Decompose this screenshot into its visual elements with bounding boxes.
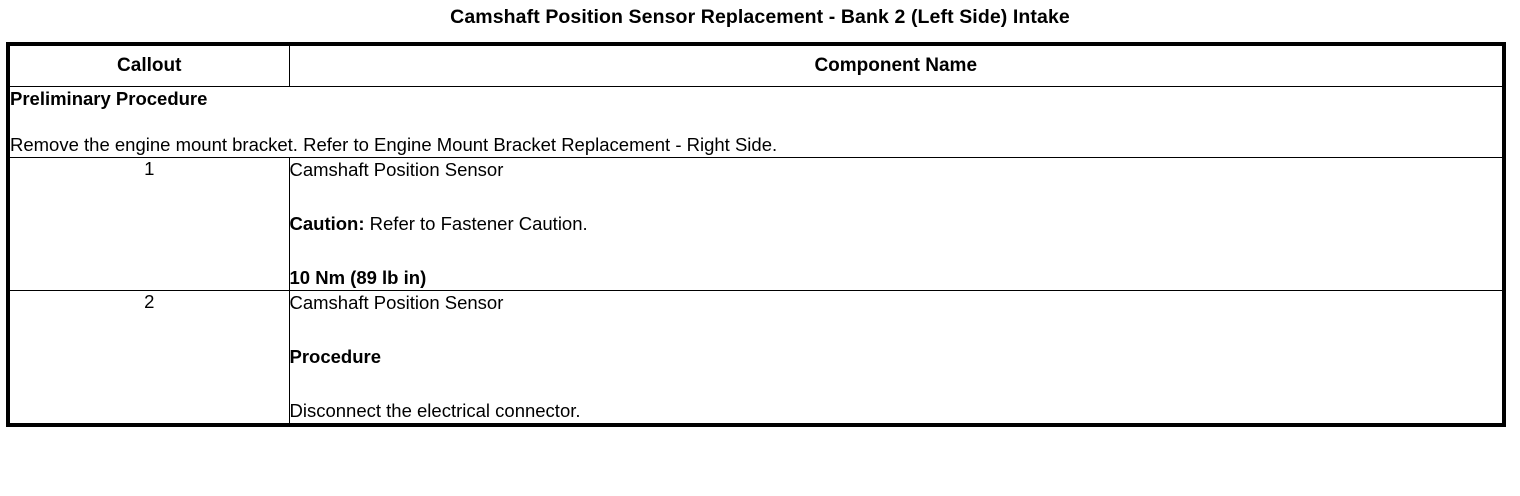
preliminary-procedure-body: Remove the engine mount bracket. Refer t… xyxy=(10,134,778,155)
caution-label: Caution: xyxy=(289,213,365,234)
table-row: 2 Camshaft Position Sensor Procedure Dis… xyxy=(7,290,1505,426)
preliminary-procedure-heading: Preliminary Procedure xyxy=(10,88,208,109)
preliminary-procedure-row: Preliminary Procedure Remove the engine … xyxy=(7,86,1505,158)
callout-component-table: Callout Component Name Preliminary Proce… xyxy=(6,42,1506,427)
procedure-step: Disconnect the electrical connector. xyxy=(289,400,581,421)
torque-specification: 10 Nm (89 lb in) xyxy=(289,267,427,288)
column-header-component-name: Component Name xyxy=(288,43,1505,87)
callout-number: 1 xyxy=(7,157,290,291)
component-description: Camshaft Position Sensor Caution: Refer … xyxy=(288,157,1505,291)
preliminary-procedure-cell: Preliminary Procedure Remove the engine … xyxy=(7,86,1505,158)
component-line: Camshaft Position Sensor xyxy=(289,159,504,180)
table-header-row: Callout Component Name xyxy=(7,43,1505,87)
callout-number: 2 xyxy=(7,290,290,426)
component-line: Camshaft Position Sensor xyxy=(289,292,504,313)
column-header-callout: Callout xyxy=(7,43,290,87)
table-row: 1 Camshaft Position Sensor Caution: Refe… xyxy=(7,157,1505,291)
procedure-heading: Procedure xyxy=(289,346,382,367)
component-description: Camshaft Position Sensor Procedure Disco… xyxy=(288,290,1505,426)
caution-text: Refer to Fastener Caution. xyxy=(364,213,588,234)
component-caution-line: Caution: Refer to Fastener Caution. xyxy=(290,212,1503,236)
page-title: Camshaft Position Sensor Replacement - B… xyxy=(450,6,1070,28)
